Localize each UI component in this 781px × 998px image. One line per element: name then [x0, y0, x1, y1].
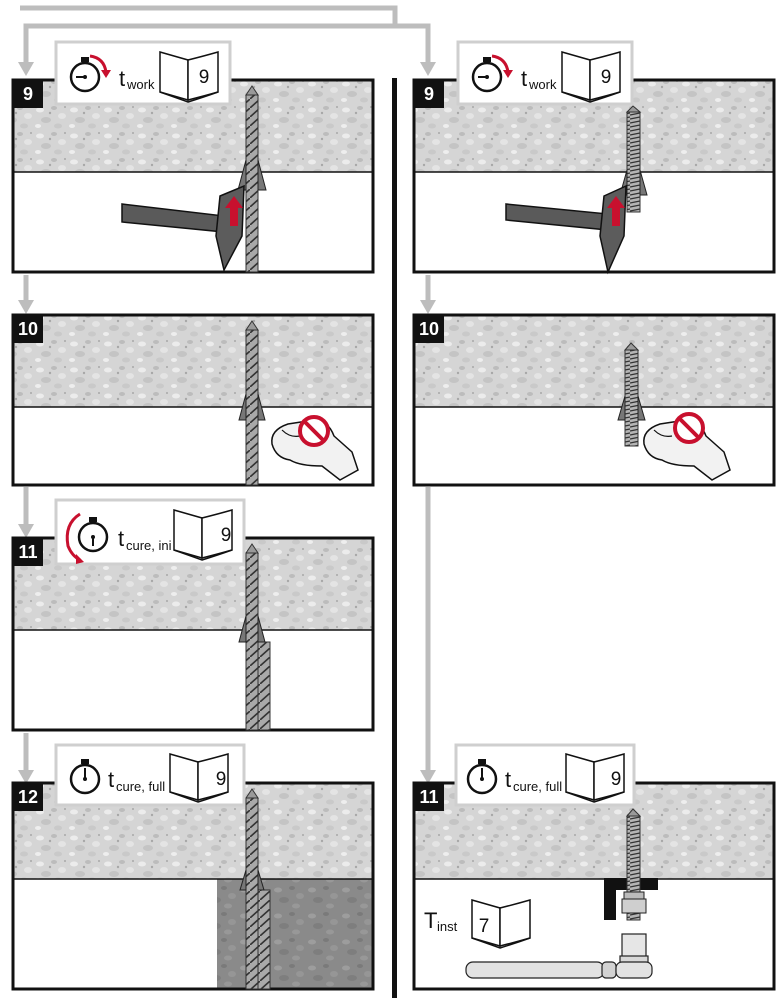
svg-text:t: t — [521, 66, 527, 91]
info-box: t work 9 — [54, 40, 232, 106]
svg-text:9: 9 — [611, 769, 622, 790]
svg-text:9: 9 — [221, 525, 232, 546]
manual-book-icon: 9 — [561, 51, 621, 103]
manual-book-icon: 9 — [159, 51, 219, 103]
manual-book-icon: 9 — [173, 509, 233, 561]
svg-text:t: t — [505, 767, 511, 792]
svg-text:9: 9 — [216, 769, 227, 790]
fixture-plate — [604, 878, 658, 920]
info-box: t work 9 — [456, 40, 634, 106]
step-number: 9 — [424, 84, 434, 104]
torque-wrench-icon — [465, 933, 653, 979]
stopwatch-icon — [466, 759, 498, 795]
step-number: 10 — [18, 319, 38, 339]
prohibition-icon — [298, 415, 330, 447]
manual-book-icon: 7 — [471, 899, 531, 949]
svg-text:T: T — [424, 908, 437, 933]
svg-text:cure, full: cure, full — [116, 779, 165, 794]
right-step-11-panel: T inst 7 11 t cure, full 9 — [412, 743, 776, 991]
step-number: 10 — [419, 319, 439, 339]
column-divider — [392, 78, 397, 998]
stopwatch-icon — [69, 759, 101, 795]
left-step-11-panel: 11 t cure, ini 9 — [11, 498, 375, 732]
right-step-9-panel: 9 t work 9 — [412, 40, 776, 275]
stopwatch-icon — [471, 54, 513, 93]
new-concrete — [217, 879, 373, 989]
prohibition-icon — [673, 412, 705, 444]
step-number: 11 — [419, 787, 438, 807]
rebar — [245, 94, 259, 273]
manual-book-icon: 9 — [565, 753, 625, 803]
svg-text:inst: inst — [437, 919, 458, 934]
threaded-rod — [626, 111, 641, 213]
hammer-icon — [121, 184, 245, 273]
gloved-hand-icon — [271, 419, 359, 481]
svg-text:work: work — [528, 77, 557, 92]
info-box: t cure, full 9 — [454, 743, 636, 807]
right-step-10-panel: 10 — [412, 313, 776, 487]
svg-text:t: t — [119, 66, 125, 91]
gloved-hand-icon — [643, 419, 731, 481]
svg-text:cure, full: cure, full — [513, 779, 562, 794]
svg-text:cure, ini: cure, ini — [126, 538, 172, 553]
step-number: 11 — [18, 542, 37, 562]
hammer-icon — [505, 184, 627, 275]
stopwatch-icon — [69, 54, 111, 93]
svg-text:9: 9 — [601, 67, 612, 88]
svg-text:work: work — [126, 77, 155, 92]
left-step-10-panel: 10 — [11, 313, 375, 487]
stopwatch-icon — [65, 512, 109, 564]
flow-arrows — [20, 5, 431, 770]
svg-text:9: 9 — [199, 67, 210, 88]
step-number: 9 — [23, 84, 33, 104]
info-box: t cure, ini 9 — [54, 498, 246, 566]
svg-text:t: t — [108, 767, 114, 792]
svg-text:7: 7 — [479, 916, 490, 937]
left-step-12-panel: 12 t cure, full 9 — [11, 743, 375, 991]
left-step-9-panel: 9 t work 9 — [11, 40, 375, 274]
flow-arrow-top-left — [23, 23, 395, 62]
info-box: t cure, full 9 — [54, 743, 246, 807]
manual-book-icon: 9 — [169, 753, 229, 803]
step-number: 12 — [18, 787, 38, 807]
svg-text:t: t — [118, 526, 124, 551]
